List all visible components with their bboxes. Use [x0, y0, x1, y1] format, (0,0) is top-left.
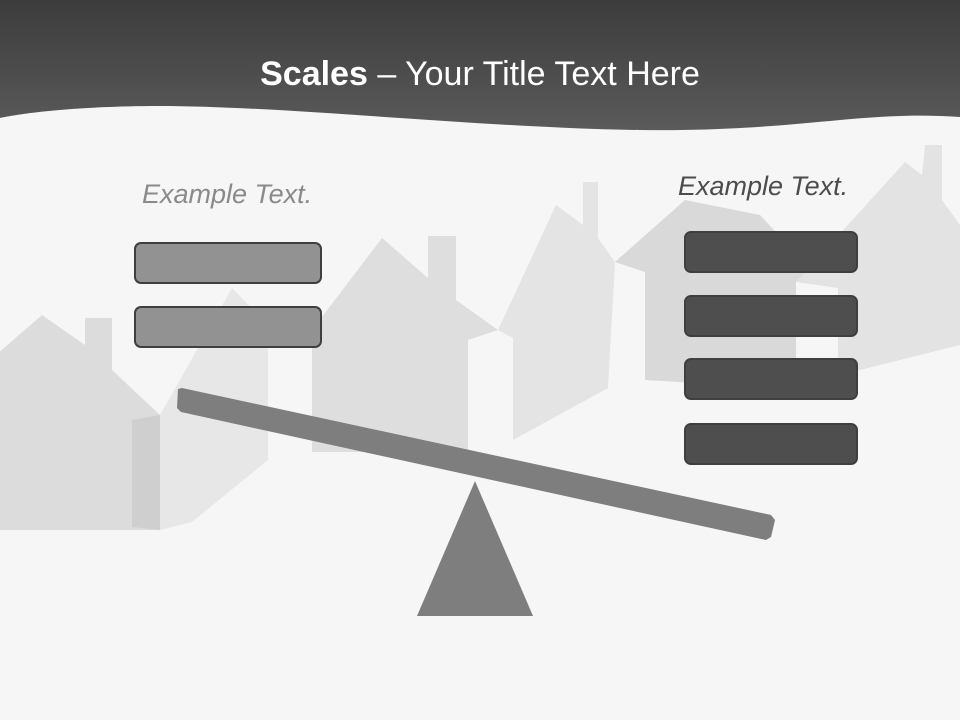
title-bold-text: Scales [260, 55, 368, 93]
slide-title: Scales – Your Title Text Here [0, 52, 960, 96]
right-text-box-1[interactable] [684, 231, 858, 273]
right-text-box-2[interactable] [684, 295, 858, 337]
right-text-box-4[interactable] [684, 423, 858, 465]
seesaw-scale [177, 388, 775, 616]
left-text-box-1[interactable] [134, 242, 322, 284]
left-caption: Example Text. [142, 179, 313, 209]
seesaw-fulcrum [417, 481, 533, 616]
right-text-box-3[interactable] [684, 358, 858, 400]
seesaw-beam [177, 388, 775, 540]
title-rest-text: – Your Title Text Here [367, 55, 700, 93]
header-banner [0, 0, 960, 131]
left-text-box-2[interactable] [134, 306, 322, 348]
right-caption: Example Text. [678, 171, 849, 201]
